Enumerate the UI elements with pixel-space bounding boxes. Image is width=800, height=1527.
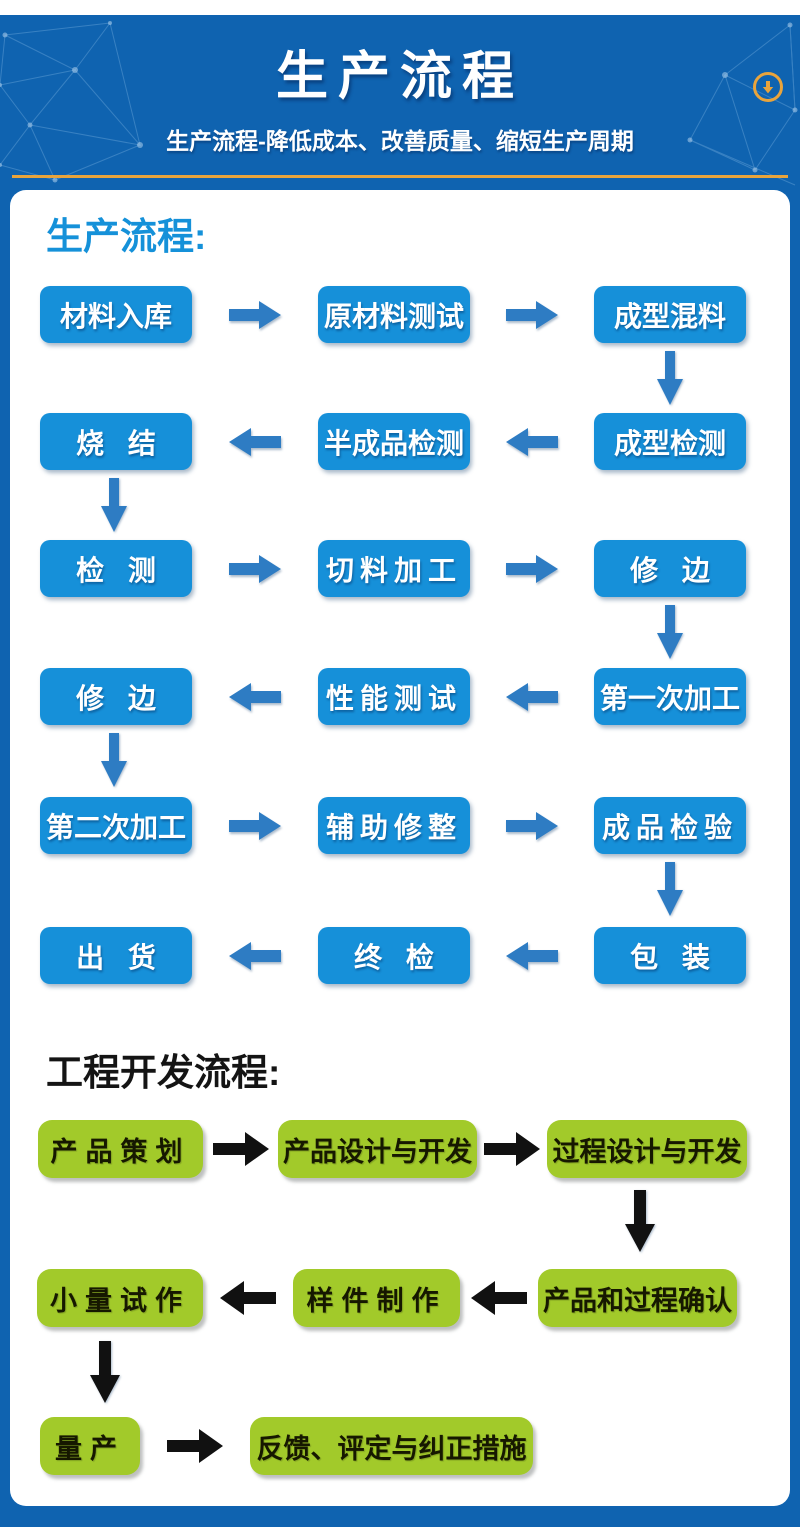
flow-step: 成型混料 <box>594 286 746 343</box>
flow-step: 性能测试 <box>318 668 470 725</box>
engineering-row-3: 量产 反馈、评定与纠正措施 <box>40 1417 790 1475</box>
arrow-down-icon <box>101 733 127 787</box>
arrow-right-icon <box>484 1132 540 1166</box>
flow-step: 材料入库 <box>40 286 192 343</box>
arrow-down-icon <box>657 862 683 916</box>
production-row-5: 第二次加工 辅助修整 成品检验 <box>40 797 790 854</box>
flow-step: 反馈、评定与纠正措施 <box>250 1417 533 1475</box>
production-row-4: 修 边 性能测试 第一次加工 <box>40 668 790 725</box>
content-card: 生产流程: 材料入库 原材料测试 成型混料 烧 结 半成品检测 成型检测 <box>10 190 790 1506</box>
gold-accent-line <box>12 175 788 178</box>
flow-step: 包 装 <box>594 927 746 984</box>
arrow-down-icon <box>625 1190 655 1252</box>
arrow-left-icon <box>471 1281 527 1315</box>
arrow-left-icon <box>506 682 558 711</box>
production-flow-heading: 生产流程: <box>46 216 207 257</box>
page-title: 生产流程 <box>275 48 524 106</box>
arrow-right-icon <box>212 1132 269 1166</box>
arrow-right-icon <box>229 554 281 583</box>
production-row-1: 材料入库 原材料测试 成型混料 <box>40 286 790 343</box>
arrow-down-icon <box>101 478 127 532</box>
production-row-6: 出 货 终 检 包 装 <box>40 927 790 984</box>
flow-step: 第二次加工 <box>40 797 192 854</box>
flow-step: 样件制作 <box>293 1269 460 1327</box>
flow-step: 过程设计与开发 <box>547 1120 747 1178</box>
flow-step: 第一次加工 <box>594 668 746 725</box>
flow-step: 检 测 <box>40 540 192 597</box>
arrow-down-icon <box>657 605 683 659</box>
flow-step: 辅助修整 <box>318 797 470 854</box>
flow-step: 量产 <box>40 1417 140 1475</box>
flow-step: 成品检验 <box>594 797 746 854</box>
arrow-down-icon <box>90 1341 120 1403</box>
arrow-right-icon <box>167 1429 223 1463</box>
flow-step: 产品设计与开发 <box>278 1120 477 1178</box>
arrow-left-icon <box>229 682 281 711</box>
circle-down-arrow-icon[interactable] <box>753 72 783 102</box>
flow-step: 小量试作 <box>37 1269 203 1327</box>
flow-step: 终 检 <box>318 927 470 984</box>
arrow-left-icon <box>229 941 281 970</box>
arrow-left-icon <box>506 941 558 970</box>
flow-step: 半成品检测 <box>318 413 470 470</box>
blue-frame: 生产流程 生产流程-降低成本、改善质量、缩短生产周期 生产流程: 材料入库 原材… <box>0 15 800 1527</box>
flow-step: 成型检测 <box>594 413 746 470</box>
flow-step: 烧 结 <box>40 413 192 470</box>
flow-step: 产品和过程确认 <box>538 1269 737 1327</box>
page-subtitle: 生产流程-降低成本、改善质量、缩短生产周期 <box>166 128 634 154</box>
arrow-left-icon <box>229 427 281 456</box>
arrow-right-icon <box>506 554 558 583</box>
arrow-down-icon <box>657 351 683 405</box>
flow-step: 切料加工 <box>318 540 470 597</box>
arrow-left-icon <box>220 1281 276 1315</box>
header: 生产流程 生产流程-降低成本、改善质量、缩短生产周期 <box>0 15 800 190</box>
flow-step: 原材料测试 <box>318 286 470 343</box>
flow-step: 修 边 <box>40 668 192 725</box>
arrow-right-icon <box>229 811 281 840</box>
flow-step: 出 货 <box>40 927 192 984</box>
production-row-3: 检 测 切料加工 修 边 <box>40 540 790 597</box>
arrow-left-icon <box>506 427 558 456</box>
engineering-row-1: 产品策划 产品设计与开发 过程设计与开发 <box>38 1120 790 1178</box>
arrow-right-icon <box>506 300 558 329</box>
flow-step: 修 边 <box>594 540 746 597</box>
down-arrow-glyph <box>762 81 774 94</box>
arrow-right-icon <box>506 811 558 840</box>
flow-step: 产品策划 <box>38 1120 203 1178</box>
arrow-right-icon <box>229 300 281 329</box>
engineering-row-2: 小量试作 样件制作 产品和过程确认 <box>37 1269 790 1327</box>
production-row-2: 烧 结 半成品检测 成型检测 <box>40 413 790 470</box>
engineering-flow-heading: 工程开发流程: <box>46 1052 281 1093</box>
